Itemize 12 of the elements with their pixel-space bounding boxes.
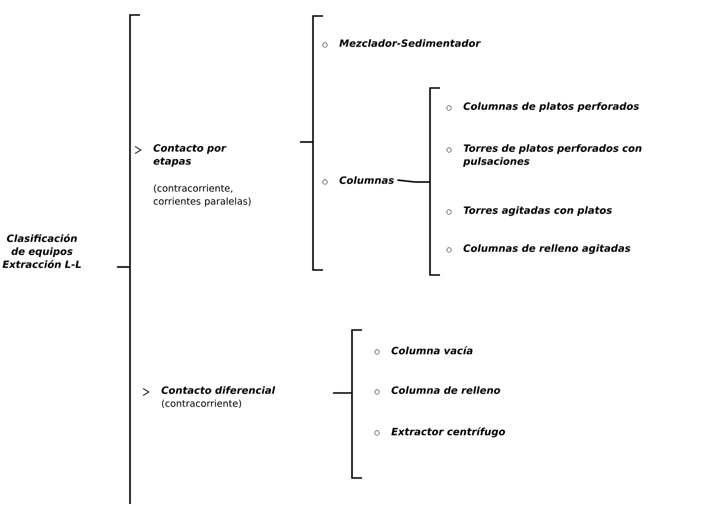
item-text: Extractor centrífugo <box>391 427 506 438</box>
item-text: Columnas <box>340 176 394 184</box>
item-text: Columnas de platos perforados <box>464 102 639 112</box>
item-text: Torres de platos perforados con pulsaciones <box>463 144 642 167</box>
item-text: Columna de relleno <box>392 386 500 394</box>
item-text: Mezclador-Sedimentador <box>339 39 481 47</box>
item-text: Contacto por etapas (contracorriente, corrientes paralelas) <box>154 144 251 207</box>
item-text: Clasificación de equipos Extracción L-L <box>2 234 81 268</box>
item-text: Contacto diferencial (contracorriente) <box>162 386 276 408</box>
item-text: Columnas de relleno agitadas <box>464 244 630 254</box>
item-text: Columna vacía <box>392 346 472 354</box>
item-text: Torres agitadas con platos <box>464 206 612 216</box>
